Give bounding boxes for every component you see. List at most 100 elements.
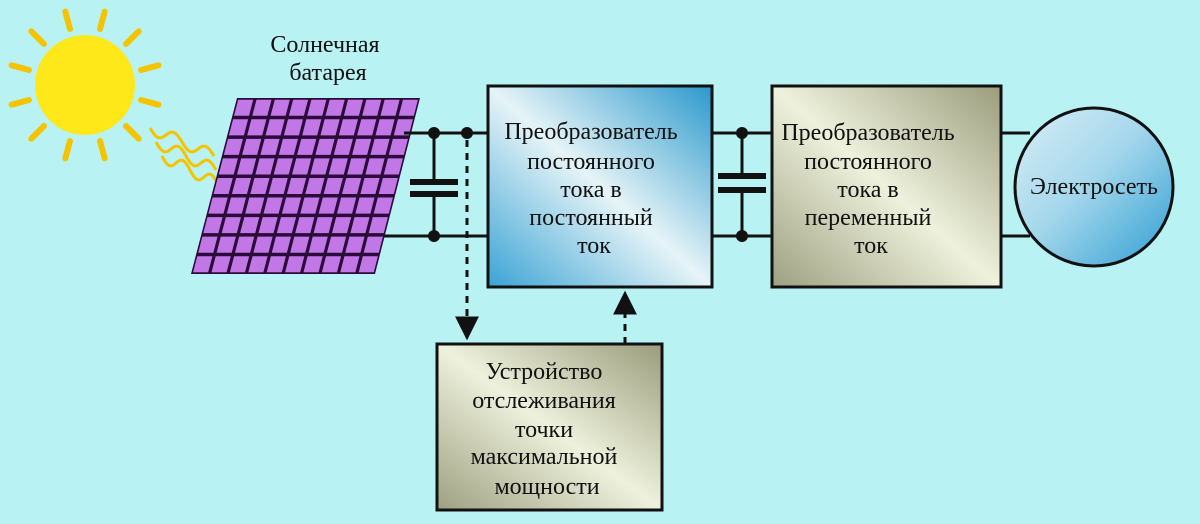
panel-cell xyxy=(228,119,249,136)
dc-dc-converter-label: Преобразователь постоянного тока в посто… xyxy=(504,119,683,259)
panel-cell xyxy=(211,256,231,273)
panel-cell xyxy=(380,99,400,116)
panel-cell xyxy=(388,138,408,155)
panel-cell xyxy=(292,158,312,175)
power-grid-label: Электросеть xyxy=(1030,174,1158,200)
panel-cell xyxy=(226,197,246,214)
sun-ray xyxy=(138,97,162,108)
solar-panel-label: Солнечная батарея xyxy=(270,32,385,86)
sun-ray xyxy=(8,97,32,108)
mppt-label: Устройство отслеживания точки максимальн… xyxy=(471,359,624,500)
panel-cell xyxy=(247,119,267,136)
panel-cell xyxy=(276,217,297,234)
panel-cell xyxy=(333,138,353,155)
panel-cell xyxy=(326,236,347,253)
panel-cell xyxy=(302,119,322,136)
panel-cell xyxy=(283,119,303,136)
panel-cell xyxy=(252,99,272,116)
sun-ray xyxy=(28,123,47,142)
panel-cell xyxy=(248,256,268,273)
panel-cell xyxy=(270,99,290,116)
panel-cell xyxy=(328,158,348,175)
dc-bus-wires-2 xyxy=(712,131,772,238)
panel-cell xyxy=(307,99,327,116)
panel-cell xyxy=(398,99,418,116)
panel-cell xyxy=(297,138,317,155)
panel-cell xyxy=(325,99,345,116)
sun-ray xyxy=(97,8,108,32)
panel-cell xyxy=(287,178,307,194)
panel-cell xyxy=(318,197,338,214)
panel-cell xyxy=(221,217,241,234)
panel-cell xyxy=(337,197,357,214)
mppt-box xyxy=(435,342,664,512)
panel-cell xyxy=(368,217,388,234)
panel-cell xyxy=(240,217,260,234)
panel-cell xyxy=(340,256,360,273)
panel-cell xyxy=(223,138,243,155)
panel-cell xyxy=(216,236,236,253)
panel-cell xyxy=(250,178,270,194)
junction-dots-1 xyxy=(428,127,473,242)
panel-cell xyxy=(345,236,365,253)
sun-ray xyxy=(138,62,162,73)
panel-cell xyxy=(198,236,218,253)
panel-cell xyxy=(323,178,343,194)
panel-cell xyxy=(378,178,398,194)
panel-cell xyxy=(213,178,233,194)
sun-icon xyxy=(8,8,162,162)
sun-disc xyxy=(35,35,135,135)
panel-cell xyxy=(352,138,372,155)
panel-cell xyxy=(321,256,342,273)
capacitor-icon xyxy=(718,173,766,193)
power-grid-circle xyxy=(1013,106,1175,268)
panel-cell xyxy=(218,158,238,175)
junction-dots-2 xyxy=(736,127,748,242)
panel-cell xyxy=(332,217,352,234)
light-wave xyxy=(160,155,220,185)
panel-cell xyxy=(370,138,390,155)
panel-cell xyxy=(338,119,358,136)
dc-dc-converter-box xyxy=(486,84,714,289)
panel-cell xyxy=(242,138,262,155)
sun-ray xyxy=(123,28,142,47)
light-wave xyxy=(148,127,216,157)
capacitor-icon xyxy=(410,179,458,197)
panel-cell xyxy=(266,256,286,273)
dc-ac-inverter-box xyxy=(770,84,1003,289)
panel-cell xyxy=(258,217,278,234)
panel-cell xyxy=(265,119,285,136)
panel-cell xyxy=(300,197,320,214)
panel-cell xyxy=(363,236,383,253)
panel-cell xyxy=(278,138,298,155)
light-wave xyxy=(154,141,218,171)
panel-cell xyxy=(320,119,340,136)
panel-cell xyxy=(193,256,213,273)
panel-cell xyxy=(360,178,380,194)
panel-cell xyxy=(350,217,370,234)
panel-cell xyxy=(383,158,403,175)
panel-cell xyxy=(365,158,385,175)
panel-cell xyxy=(234,99,254,116)
panel-cell xyxy=(229,256,250,273)
sun-ray xyxy=(97,138,108,162)
panel-cell xyxy=(313,217,333,234)
panel-cell xyxy=(203,217,223,234)
panel-cell xyxy=(362,99,382,116)
panel-cell xyxy=(375,119,395,136)
panel-cell xyxy=(355,197,375,214)
panel-cell xyxy=(347,158,367,175)
ac-wires xyxy=(1001,131,1030,238)
panel-cell xyxy=(235,236,255,253)
panel-cell xyxy=(271,236,291,253)
panel-cell xyxy=(342,178,362,194)
panel-cell xyxy=(290,236,310,253)
panel-cell xyxy=(295,217,315,234)
panel-cell xyxy=(231,178,252,194)
panel-cell xyxy=(357,119,377,136)
panel-cell xyxy=(263,197,283,214)
solar-panel-icon xyxy=(191,98,420,274)
sun-ray xyxy=(62,8,73,32)
panel-cell xyxy=(308,236,328,253)
